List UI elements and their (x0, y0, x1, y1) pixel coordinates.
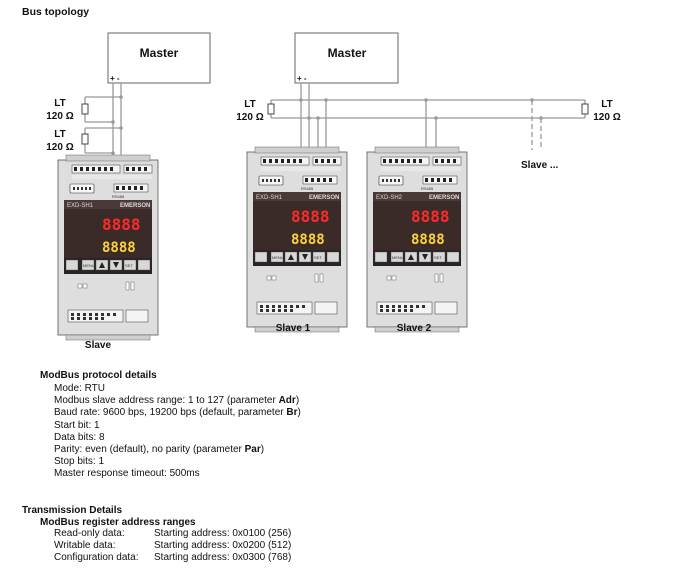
modbus-detail-line: Master response timeout: 500ms (54, 468, 301, 480)
key-menu: MENU (83, 263, 95, 268)
slave-label: Slave (85, 340, 112, 351)
ohm-label: 120 Ω (46, 142, 73, 153)
detail-text: Parity: even (default), no parity (param… (54, 444, 245, 456)
display-top: 8888 (102, 215, 141, 234)
slave-2-label: Slave 2 (397, 323, 432, 334)
master-box-right (294, 32, 399, 84)
master-polarity-right: + - (297, 74, 307, 83)
slave-1-label: Slave 1 (276, 323, 311, 334)
register-range-value: Starting address: 0x0100 (256) (154, 528, 292, 539)
ohm-label: 120 Ω (236, 112, 263, 123)
display-top: 8888 (411, 207, 450, 226)
register-range-value: Starting address: 0x0300 (768) (154, 552, 292, 564)
detail-text: Baud rate: 9600 bps, 19200 bps (default,… (54, 407, 287, 419)
modbus-detail-line: Stop bits: 1 (54, 456, 301, 468)
modbus-heading: ModBus protocol details (40, 370, 157, 381)
detail-text: Stop bits: 1 (54, 456, 105, 468)
master-label-left: Master (140, 46, 179, 60)
display-top: 8888 (291, 207, 330, 226)
lt-label: LT (601, 99, 612, 110)
transmission-heading: Transmission Details (22, 505, 123, 516)
device-model: EXD-SH1 (67, 203, 94, 209)
master-polarity-left: + - (110, 74, 120, 83)
register-range-label: Writable data: (54, 540, 116, 552)
ohm-label: 120 Ω (593, 112, 620, 123)
modbus-detail-line: Modbus slave address range: 1 to 127 (pa… (54, 395, 301, 407)
detail-text: Data bits: 8 (54, 431, 105, 443)
device-brand: EMERSON (429, 195, 459, 201)
device-model: EXD-SH1 (256, 195, 283, 201)
resistor-icon (81, 103, 89, 115)
modbus-detail-line: Data bits: 8 (54, 432, 301, 444)
detail-text: Mode: RTU (54, 383, 105, 394)
parameter-name: Par (244, 444, 261, 456)
resistor-icon (267, 103, 275, 115)
rs485-label: RS485 (421, 186, 434, 191)
master-label-right: Master (328, 46, 367, 60)
detail-text: Start bit: 1 (54, 419, 100, 431)
display-bottom: 8888 (411, 232, 445, 248)
register-range-row: Writable data: Starting address: 0x0200 (… (54, 540, 291, 552)
parameter-name: Br (286, 407, 298, 419)
register-ranges-list: Read-only data: Starting address: 0x0100 … (40, 528, 291, 565)
lt-label: LT (54, 98, 65, 109)
register-range-row: Configuration data: Starting address: 0x0… (54, 552, 291, 564)
register-range-label: Configuration data: (54, 552, 139, 564)
master-box-left (107, 32, 211, 84)
register-range-value: Starting address: 0x0200 (512) (154, 540, 292, 552)
device-brand: EMERSON (309, 195, 339, 201)
detail-text: Modbus slave address range: 1 to 127 (pa… (54, 395, 279, 407)
slave-2-device: EXD-SH2 EMERSON 8888 8888 MENU SET RS485 (366, 146, 468, 333)
key-set: SET (434, 255, 442, 260)
register-range-label: Read-only data: (54, 528, 125, 539)
page-title: Bus topology (22, 6, 90, 18)
register-range-row: Read-only data: Starting address: 0x0100 … (54, 528, 291, 540)
lt-label: LT (244, 99, 255, 110)
modbus-detail-line: Mode: RTU (54, 383, 301, 395)
device-model: EXD-SH2 (376, 195, 403, 201)
resistor-icon (81, 133, 89, 145)
parameter-name: Adr (278, 395, 296, 407)
lt-label: LT (54, 129, 65, 140)
bus-topology-diagram: Master + - LT 120 Ω LT 120 Ω EXD-SH1 EME… (46, 32, 621, 351)
transmission-section: Transmission Details ModBus register add… (22, 505, 291, 565)
key-menu: MENU (272, 255, 284, 260)
slave-1-device: EXD-SH1 EMERSON 8888 8888 MENU SET RS485 (246, 146, 348, 333)
rs485-label: RS485 (301, 186, 314, 191)
slave-device: EXD-SH1 EMERSON 8888 8888 MENU SET RS485 (57, 154, 159, 341)
detail-tail: ) (295, 395, 300, 407)
key-set: SET (125, 263, 133, 268)
resistor-icon (581, 103, 589, 115)
ohm-label: 120 Ω (46, 111, 73, 122)
slave-more-label: Slave ... (521, 160, 558, 171)
detail-tail: ) (260, 444, 265, 456)
rs485-label: RS485 (112, 194, 125, 199)
modbus-detail-line: Baud rate: 9600 bps, 19200 bps (default,… (54, 407, 301, 419)
detail-text: Master response timeout: 500ms (54, 468, 200, 480)
modbus-detail-line: Parity: even (default), no parity (param… (54, 444, 301, 456)
modbus-detail-line: Start bit: 1 (54, 420, 301, 432)
key-menu: MENU (392, 255, 404, 260)
detail-tail: ) (297, 407, 301, 419)
display-bottom: 8888 (102, 240, 136, 256)
key-set: SET (314, 255, 322, 260)
device-brand: EMERSON (120, 203, 150, 209)
register-ranges-heading: ModBus register address ranges (40, 517, 196, 528)
display-bottom: 8888 (291, 232, 325, 248)
